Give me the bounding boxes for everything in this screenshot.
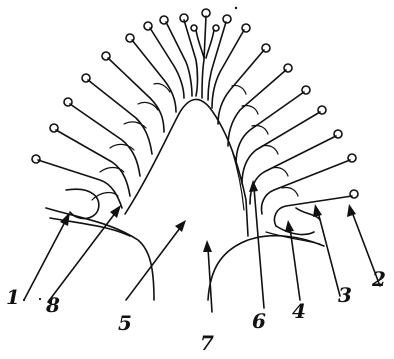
right-knobs	[242, 24, 358, 198]
top-arms	[180, 7, 237, 100]
label-2: 2	[371, 267, 386, 291]
right-arms	[212, 30, 352, 234]
label-7: 7	[200, 331, 214, 355]
central-axis	[125, 99, 248, 236]
left-arms	[38, 22, 192, 219]
label-5: 5	[118, 311, 132, 335]
label-8: 8	[45, 293, 60, 317]
label-1: 1	[6, 285, 20, 309]
label-4: 4	[292, 299, 306, 323]
label-3: 3	[338, 283, 352, 307]
labels: 1 2 3 4 5 6 7 8	[6, 267, 386, 355]
label-6: 6	[252, 309, 266, 333]
